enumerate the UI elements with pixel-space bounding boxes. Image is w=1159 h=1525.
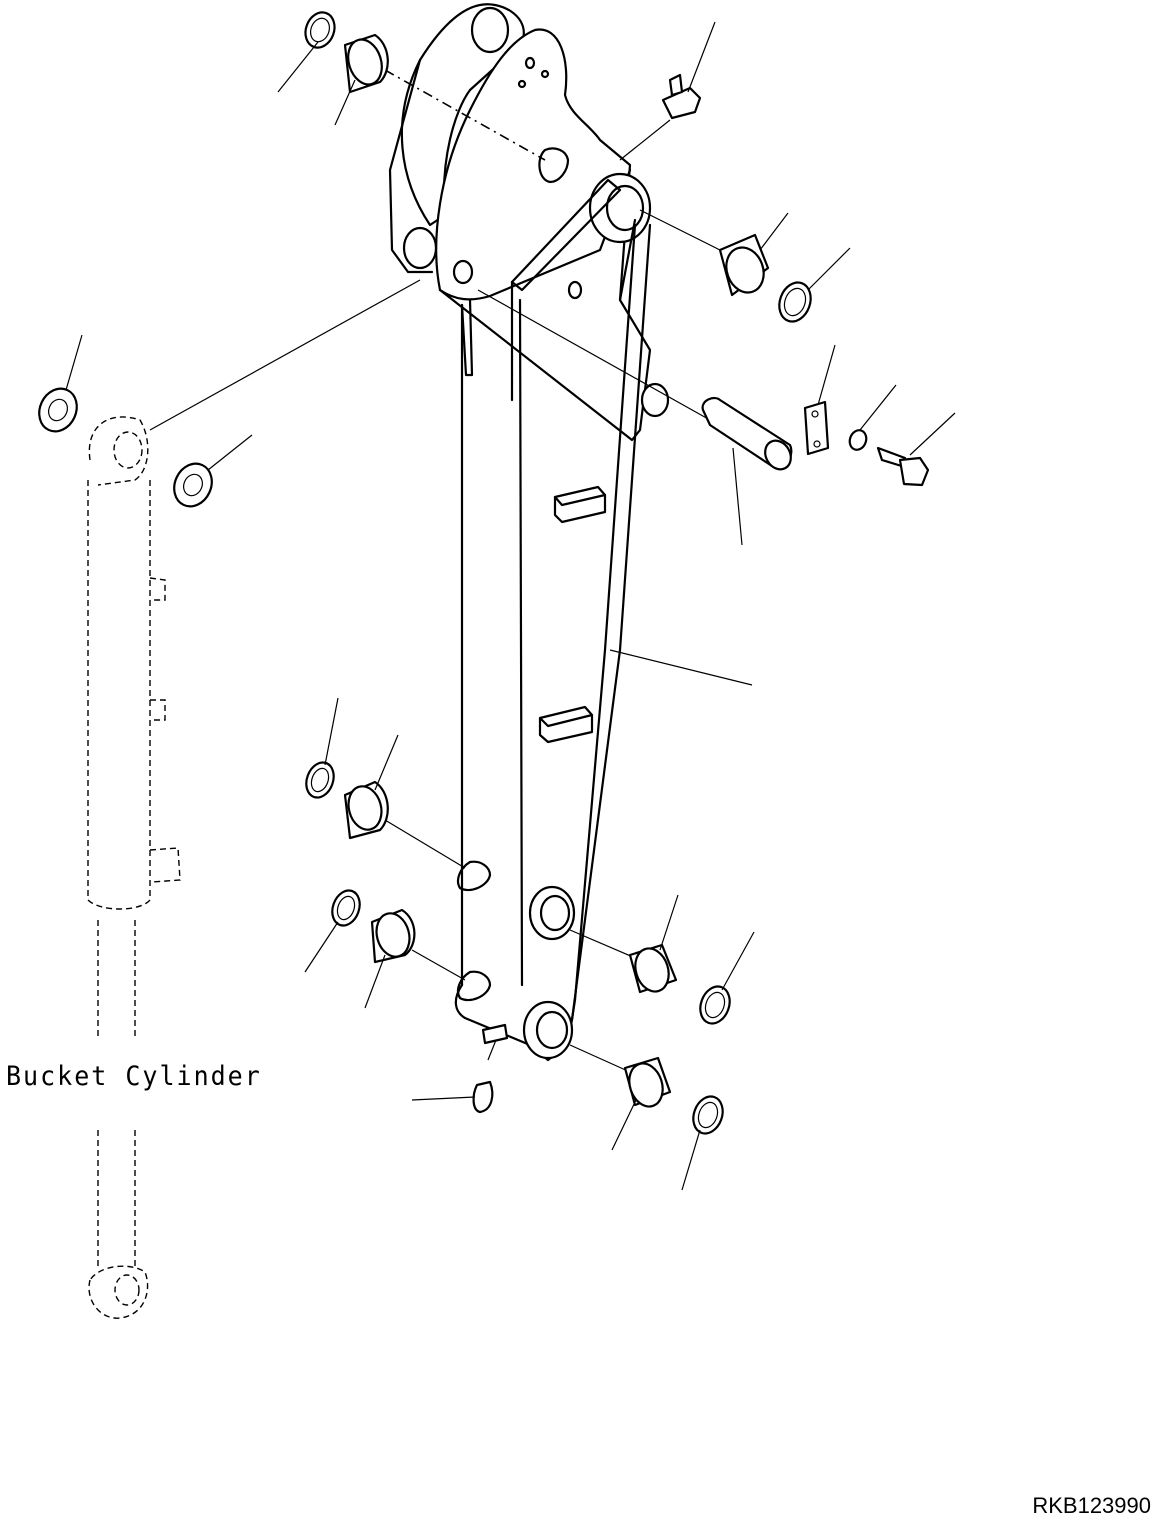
bucket-cylinder-label: Bucket Cylinder bbox=[6, 1060, 262, 1092]
drawing-code: RKB123990 bbox=[1032, 1493, 1151, 1518]
bushings bbox=[304, 11, 812, 1135]
leader-lines bbox=[65, 21, 956, 1191]
shims bbox=[38, 387, 213, 508]
pin-and-bolt bbox=[661, 73, 930, 487]
bucket-cylinder-outline bbox=[87, 416, 181, 1319]
center-lines bbox=[149, 69, 731, 1073]
arm-body bbox=[388, 3, 670, 1114]
